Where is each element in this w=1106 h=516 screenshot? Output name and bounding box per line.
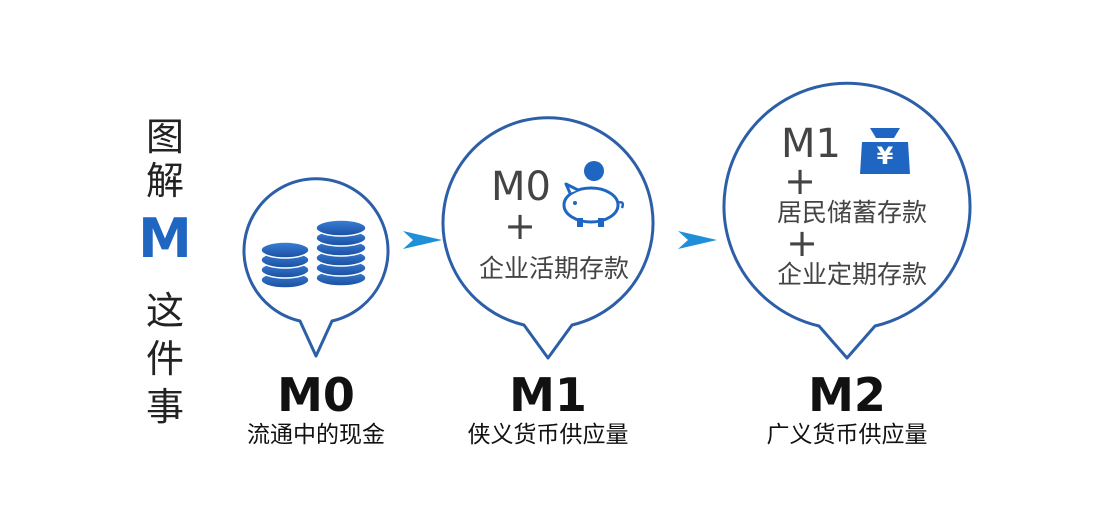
m2-formula-item: 居民储蓄存款 (776, 198, 927, 227)
title-char: 图 (145, 115, 184, 159)
m2-formula-item: 企业定期存款 (776, 260, 927, 289)
m2-formula-plus: + (784, 159, 816, 203)
title-char: 这 (145, 289, 184, 333)
title-char: 事 (145, 385, 184, 429)
m1-formula-plus: + (504, 204, 536, 248)
coins-stack-icon (260, 219, 367, 289)
m1-formula-item: 企业活期存款 (478, 254, 629, 283)
yen-symbol: ¥ (876, 142, 894, 170)
m1-formula-base: M0 (491, 164, 551, 210)
m2-label: M2 (808, 368, 886, 422)
m0-label: M0 (277, 368, 355, 422)
title-char: 解 (145, 159, 184, 203)
title-letter: M (138, 207, 192, 270)
title-char: 件 (145, 337, 184, 381)
money-bag-yen-icon (860, 128, 910, 174)
piggy-bank-icon (562, 161, 625, 227)
m1-bubble (441, 116, 655, 360)
m0-caption: 流通中的现金 (247, 422, 385, 448)
m2-caption: 广义货币供应量 (766, 422, 928, 448)
m1-caption: 侠义货币供应量 (467, 422, 629, 448)
arrow-right-icon (403, 231, 442, 249)
m1-label: M1 (509, 368, 587, 422)
arrow-right-icon (678, 231, 717, 249)
m2-formula-base: M1 (781, 121, 841, 167)
m2-formula-plus: + (786, 221, 818, 265)
